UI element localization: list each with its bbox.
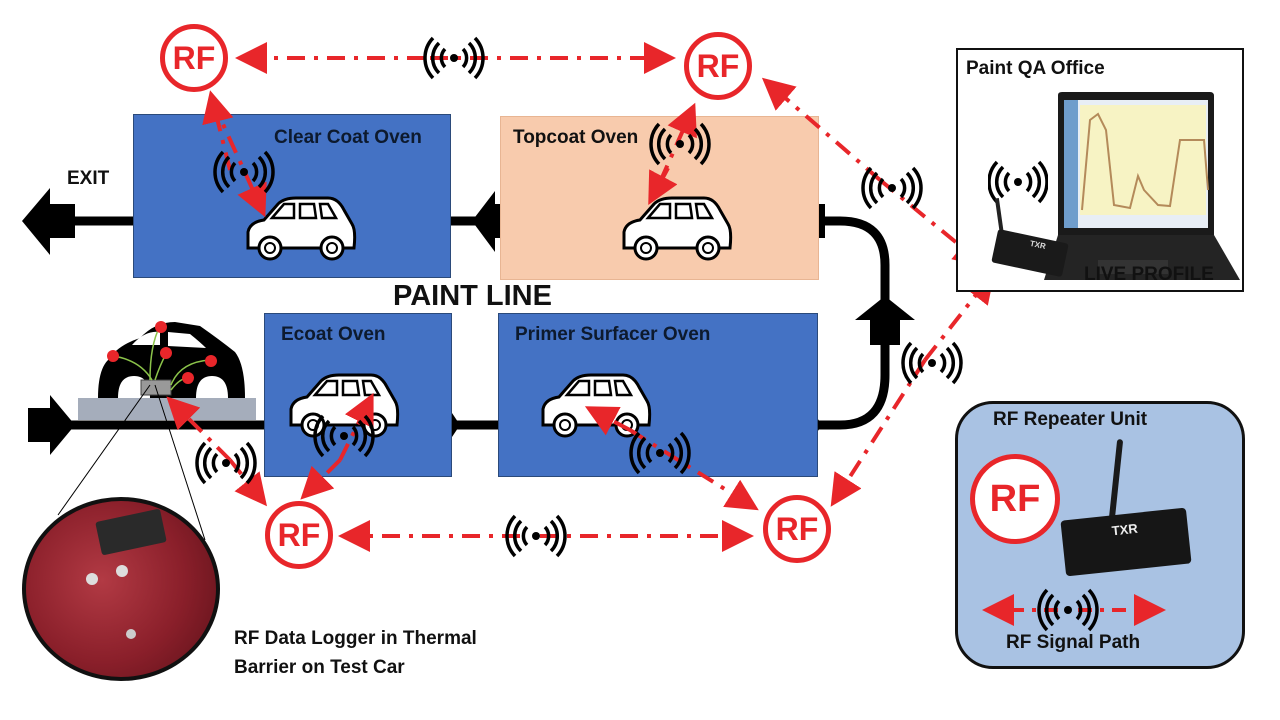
wifi-icon [195, 441, 257, 485]
rf-node-top-left: RF [160, 24, 228, 92]
car-icon [541, 373, 652, 438]
wifi-icon [505, 514, 567, 558]
live-profile-label: LIVE PROFILE [1084, 264, 1214, 285]
signal-path-label: RF Signal Path [1006, 632, 1141, 653]
logger-caption-line1: RF Data Logger in Thermal [234, 628, 477, 649]
rf-signal-paths [166, 42, 995, 552]
ecoat-oven-label: Ecoat Oven [281, 324, 386, 345]
logger-caption: RF Data Logger in Thermal Barrier on Tes… [234, 624, 477, 682]
paint-qa-office-panel: Paint QA Office TXR LIVE PROFILE [956, 48, 1244, 292]
exit-label: EXIT [67, 168, 110, 189]
logger-device [95, 508, 167, 556]
wifi-icon [423, 36, 485, 80]
rf-node-bottom-left: RF [265, 501, 333, 569]
flow-arrow-up [855, 296, 915, 345]
rf-repeater-legend: RF Repeater Unit RF TXR RF Signal Path [955, 401, 1245, 669]
repeater-device-label: TXR [1110, 520, 1139, 539]
car-icon [289, 373, 400, 438]
office-title: Paint QA Office [966, 58, 1105, 79]
txr-device-label: TXR [1029, 238, 1047, 252]
thermocouple-clip [116, 565, 128, 577]
car-icon [246, 196, 357, 261]
thermocouple-clip [126, 629, 136, 639]
thermocouple-clip [86, 573, 98, 585]
primer-surfacer-oven-label: Primer Surfacer Oven [515, 324, 711, 345]
laptop-image [1044, 92, 1240, 280]
flow-arrow-entry [28, 395, 75, 455]
logger-caption-line2: Barrier on Test Car [234, 657, 405, 678]
zoom-line-left [57, 384, 151, 516]
signal-path-legend [982, 588, 1166, 632]
rf-node-top-right: RF [684, 32, 752, 100]
clear-coat-oven-label: Clear Coat Oven [274, 127, 422, 148]
rf-node-bottom-right: RF [763, 495, 831, 563]
topcoat-oven-label: Topcoat Oven [513, 127, 639, 148]
clear-coat-oven: Clear Coat Oven [133, 114, 451, 278]
wifi-icon [649, 122, 711, 166]
wifi-icon [213, 150, 275, 194]
repeater-title: RF Repeater Unit [993, 409, 1148, 430]
wifi-icon [629, 431, 691, 475]
repeater-device: TXR [1060, 507, 1192, 577]
exit-arrow [22, 188, 75, 255]
zoom-line-right [154, 384, 206, 541]
test-car-with-sensors [78, 321, 256, 420]
car-icon [622, 196, 733, 261]
paint-line-title: PAINT LINE [393, 280, 552, 312]
rf-data-logger-photo [22, 497, 220, 681]
legend-rf-node: RF [970, 454, 1060, 544]
